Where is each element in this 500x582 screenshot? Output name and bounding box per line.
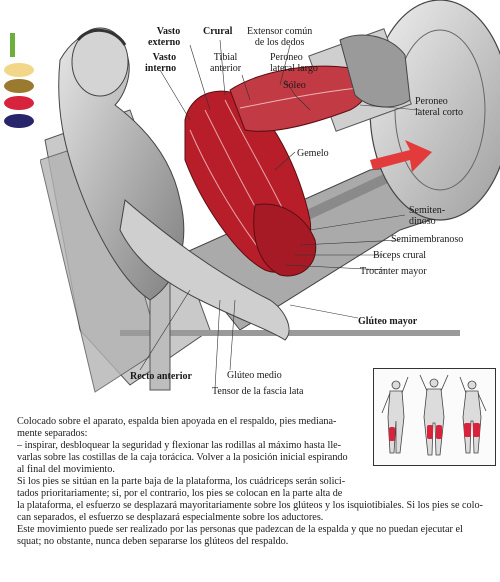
paragraph-line: Colocado sobre el aparato, espalda bien …: [17, 416, 337, 427]
label-line: Extensor común: [247, 26, 313, 37]
label-line: Tibial: [213, 52, 238, 63]
paragraph-line: squat; no obstante, nunca deben separars…: [17, 536, 289, 547]
label-peroneo-largo: Peroneo lateral largo: [270, 52, 318, 74]
paragraph-line: Este movimiento puede ser realizado por …: [17, 524, 463, 535]
muscle-thumbnail: [373, 368, 496, 466]
label-vasto-externo: Vasto externo: [148, 26, 180, 48]
label-line: interno: [145, 63, 177, 74]
swatch-yellow: [4, 63, 34, 77]
label-tensor: Tensor de la fascia lata: [212, 386, 304, 397]
label-line: de los dedos: [254, 37, 305, 48]
label-line: Vasto: [156, 26, 181, 37]
label-trocanter: Trocánter mayor: [360, 266, 427, 277]
label-line: Peroneo: [415, 96, 448, 107]
label-gemelo: Gemelo: [297, 148, 329, 159]
label-line: Semiten-: [409, 205, 446, 216]
label-biceps-crural: Bíceps crural: [373, 250, 427, 261]
paragraph-line: al final del movimiento.: [17, 464, 115, 475]
paragraph-line: tados prioritariamente; si, por el contr…: [17, 488, 343, 499]
swatch-red: [4, 96, 34, 110]
chapter-tab: [10, 33, 15, 57]
leg-press-illustration: [40, 0, 500, 393]
label-recto-anterior: Recto anterior: [130, 371, 192, 382]
label-vasto-interno: Vasto interno: [145, 52, 176, 74]
paragraph-line: Si los pies se sitúan en la parte baja d…: [17, 476, 346, 487]
label-line: anterior: [210, 63, 242, 74]
label-line: lateral corto: [415, 107, 464, 118]
three-figures-drawing: [381, 374, 487, 456]
paragraph-line: – inspirar, desbloquear la seguridad y f…: [17, 440, 342, 451]
label-line: Peroneo: [270, 52, 303, 63]
label-line: externo: [148, 37, 181, 48]
label-peroneo-corto: Peroneo lateral corto: [415, 96, 463, 118]
page-color-bar: [0, 0, 14, 582]
label-gluteo-medio: Glúteo medio: [227, 370, 282, 381]
swatch-navy: [4, 114, 34, 128]
label-semitendinoso: Semiten- dinoso: [409, 205, 445, 227]
label-extensor: Extensor común de los dedos: [247, 26, 312, 48]
paragraph-line: can separados, el esfuerzo se desplazará…: [17, 512, 324, 523]
label-line: Vasto: [152, 52, 177, 63]
label-semimembranoso: Semimembranoso: [391, 234, 464, 245]
label-line: dinoso: [409, 216, 436, 227]
paragraph-line: varlas sobre las costillas de la caja to…: [17, 452, 348, 463]
label-gluteo-mayor: Glúteo mayor: [358, 316, 418, 327]
label-soleo: Sóleo: [283, 80, 306, 91]
paragraph-line: mente separados:: [17, 428, 88, 439]
label-line: lateral largo: [270, 63, 318, 74]
paragraph-line: la plataforma, el esfuerzo se desplazará…: [17, 500, 483, 511]
exercise-description: Colocado sobre el aparato, espalda bien …: [17, 416, 483, 548]
label-tibial-anterior: Tibial anterior: [210, 52, 241, 74]
swatch-olive: [4, 79, 34, 93]
label-crural: Crural: [203, 26, 233, 37]
